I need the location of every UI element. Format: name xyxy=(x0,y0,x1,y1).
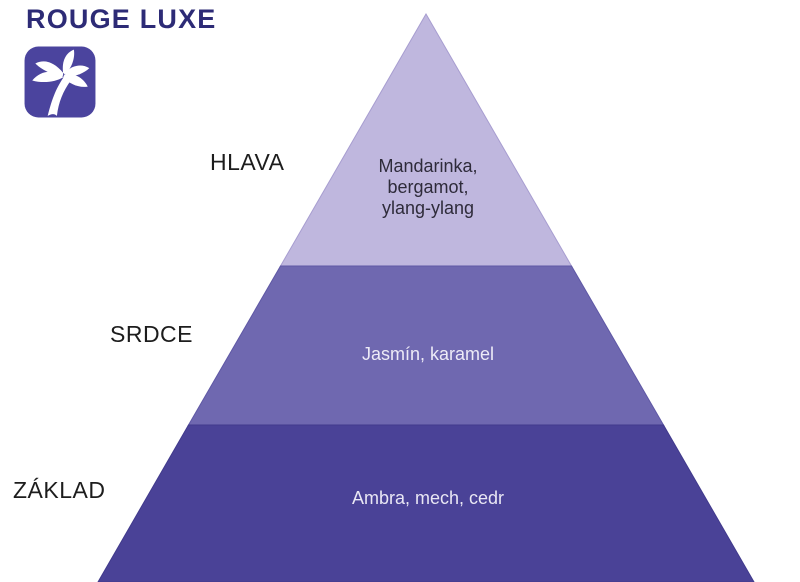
level-label-heart: SRDCE xyxy=(110,321,194,347)
heart-notes-text: Jasmín, karamel xyxy=(361,344,495,364)
head-notes-line-3: ylang-ylang xyxy=(381,198,475,218)
pyramid-layer-head-shape xyxy=(279,13,573,267)
palm-tree-icon xyxy=(24,46,96,118)
head-notes-text: Mandarinka, bergamot, ylang-ylang xyxy=(278,156,578,219)
level-label-base: ZÁKLAD xyxy=(13,477,106,503)
pyramid-layer-base-shape xyxy=(97,424,755,582)
head-notes-line-1: Mandarinka, xyxy=(378,156,478,176)
head-notes-line-2: bergamot, xyxy=(387,177,469,197)
base-notes-text: Ambra, mech, cedr xyxy=(351,488,505,508)
brand-name: ROUGE LUXE xyxy=(26,4,217,34)
level-label-head: HLAVA xyxy=(210,149,285,175)
palm-tree-glyph xyxy=(32,49,90,116)
